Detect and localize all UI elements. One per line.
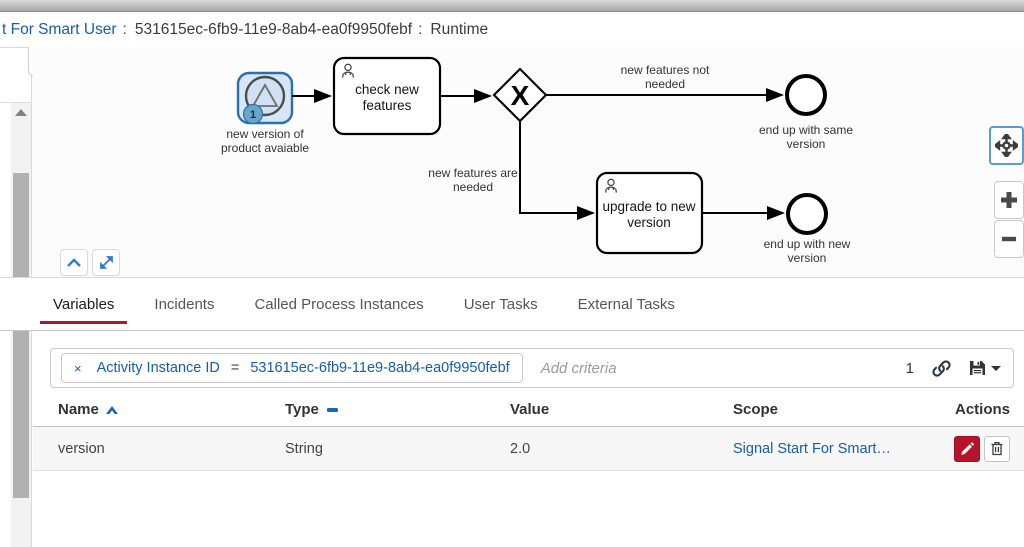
user-task-check-new-features[interactable]: check new features [332,56,442,136]
pencil-icon [961,441,974,455]
user-task-upgrade-to-new-version[interactable]: upgrade to new version [595,171,704,255]
scrollbar-thumb[interactable] [13,173,29,498]
edit-variable-button[interactable] [954,435,980,462]
tab-variables[interactable]: Variables [33,278,134,330]
user-task-person-icon [605,178,617,193]
expand-diagram-button[interactable] [92,249,120,276]
copy-link-button[interactable] [932,359,951,378]
zoom-in-button[interactable] [994,181,1024,219]
breadcrumb-separator: : [122,20,127,38]
filter-operator: = [230,360,240,376]
tab-incidents[interactable]: Incidents [154,295,215,313]
svg-text:needed: needed [645,77,685,91]
svg-text:version: version [787,137,826,151]
svg-text:version: version [788,251,827,265]
remove-filter-icon[interactable]: × [74,360,82,376]
sort-ascending-icon[interactable] [105,405,118,414]
svg-text:1: 1 [250,109,256,121]
tab-user-tasks[interactable]: User Tasks [463,295,538,313]
svg-text:check new: check new [355,82,419,97]
chevron-up-icon [67,257,81,267]
end-event-same-version[interactable]: end up with same version [759,74,853,151]
breadcrumb-instance-id: 531615ec-6fb9-11e9-8ab4-ea0f9950febf [134,20,413,38]
svg-text:new features are: new features are [428,166,518,180]
table-header-row: Name Type Value Scope Actions [33,393,1024,427]
result-count: 1 [905,359,914,377]
signal-triangle-icon [251,83,279,107]
breadcrumb-separator: : [418,20,423,38]
variable-value-cell: 2.0 [510,440,531,457]
end-event-new-version[interactable]: end up with new version [764,193,851,265]
flow-new-features-not-needed: new features not needed [546,63,784,102]
svg-text:features: features [363,98,412,113]
svg-text:new features not: new features not [621,63,710,77]
gutter-divider [0,102,32,103]
svg-text:needed: needed [453,180,493,194]
variable-filter-bar[interactable]: × Activity Instance ID = 531615ec-6fb9-1… [50,348,1014,388]
filter-field-label: Activity Instance ID [96,360,220,376]
breadcrumb-process-link[interactable]: t For Smart User [2,20,117,38]
collapse-diagram-button[interactable] [60,249,88,276]
chain-link-icon [932,359,951,377]
user-task-person-icon [342,63,354,78]
variable-name-cell: version [58,440,105,457]
svg-text:end up with same: end up with same [759,123,853,137]
save-filter-button[interactable] [968,359,1001,377]
bpmn-diagram-panel[interactable]: 1 new version of product avaiable check … [33,47,1024,277]
start-event-label: product avaiable [221,141,309,155]
tab-external-tasks[interactable]: External Tasks [577,295,675,313]
diagonal-resize-arrows-icon [99,256,113,269]
filter-value: 531615ec-6fb9-11e9-8ab4-ea0f9950febf [250,360,510,376]
table-row: version String 2.0 Signal Start For Smar… [33,427,1024,471]
column-header-type[interactable]: Type [285,401,319,418]
variables-table: Name Type Value Scope Actions version St… [33,393,1024,471]
scrollbar-up-arrow-icon[interactable] [15,109,27,116]
gateway-x-icon: X [511,80,530,111]
variable-scope-link[interactable]: Signal Start For Smart… [733,440,891,457]
save-dropdown-caret-icon [991,365,1001,371]
svg-text:upgrade to new: upgrade to new [602,199,695,214]
delete-variable-button[interactable] [984,435,1010,462]
add-criteria-input[interactable]: Add criteria [540,359,617,377]
exclusive-gateway[interactable]: X [492,67,548,123]
start-event-label: new version of [226,127,304,141]
flow-new-features-are-needed: new features are needed [428,121,595,220]
detail-tabs: Variables Incidents Called Process Insta… [0,277,1024,331]
tab-called-process-instances[interactable]: Called Process Instances [254,295,424,313]
window-chrome-strip [0,0,1024,12]
start-event-signal[interactable]: 1 new version of product avaiable [221,71,309,155]
column-header-value[interactable]: Value [510,401,550,418]
instance-count-badge: 1 [242,103,264,125]
trash-icon [991,441,1003,456]
svg-text:end up with new: end up with new [764,237,851,251]
bpmn-diagram: 1 new version of product avaiable check … [221,56,853,265]
floppy-save-icon [970,361,985,375]
column-header-actions: Actions [954,401,1010,418]
column-header-name[interactable]: Name [58,401,99,418]
column-header-scope[interactable]: Scope [733,401,779,418]
zoom-out-button[interactable] [994,220,1024,258]
variable-type-cell: String [285,440,323,457]
sort-neutral-icon[interactable] [326,407,338,412]
breadcrumb: t For Smart User : 531615ec-6fb9-11e9-8a… [0,12,1024,47]
breadcrumb-view-label: Runtime [430,20,489,38]
crosshair-move-icon [995,134,1018,157]
reset-viewport-button[interactable] [989,126,1024,165]
filter-chip-activity-instance-id[interactable]: × Activity Instance ID = 531615ec-6fb9-1… [61,353,523,383]
minus-icon [1002,236,1016,242]
svg-text:version: version [627,215,671,230]
plus-icon [1001,192,1017,208]
